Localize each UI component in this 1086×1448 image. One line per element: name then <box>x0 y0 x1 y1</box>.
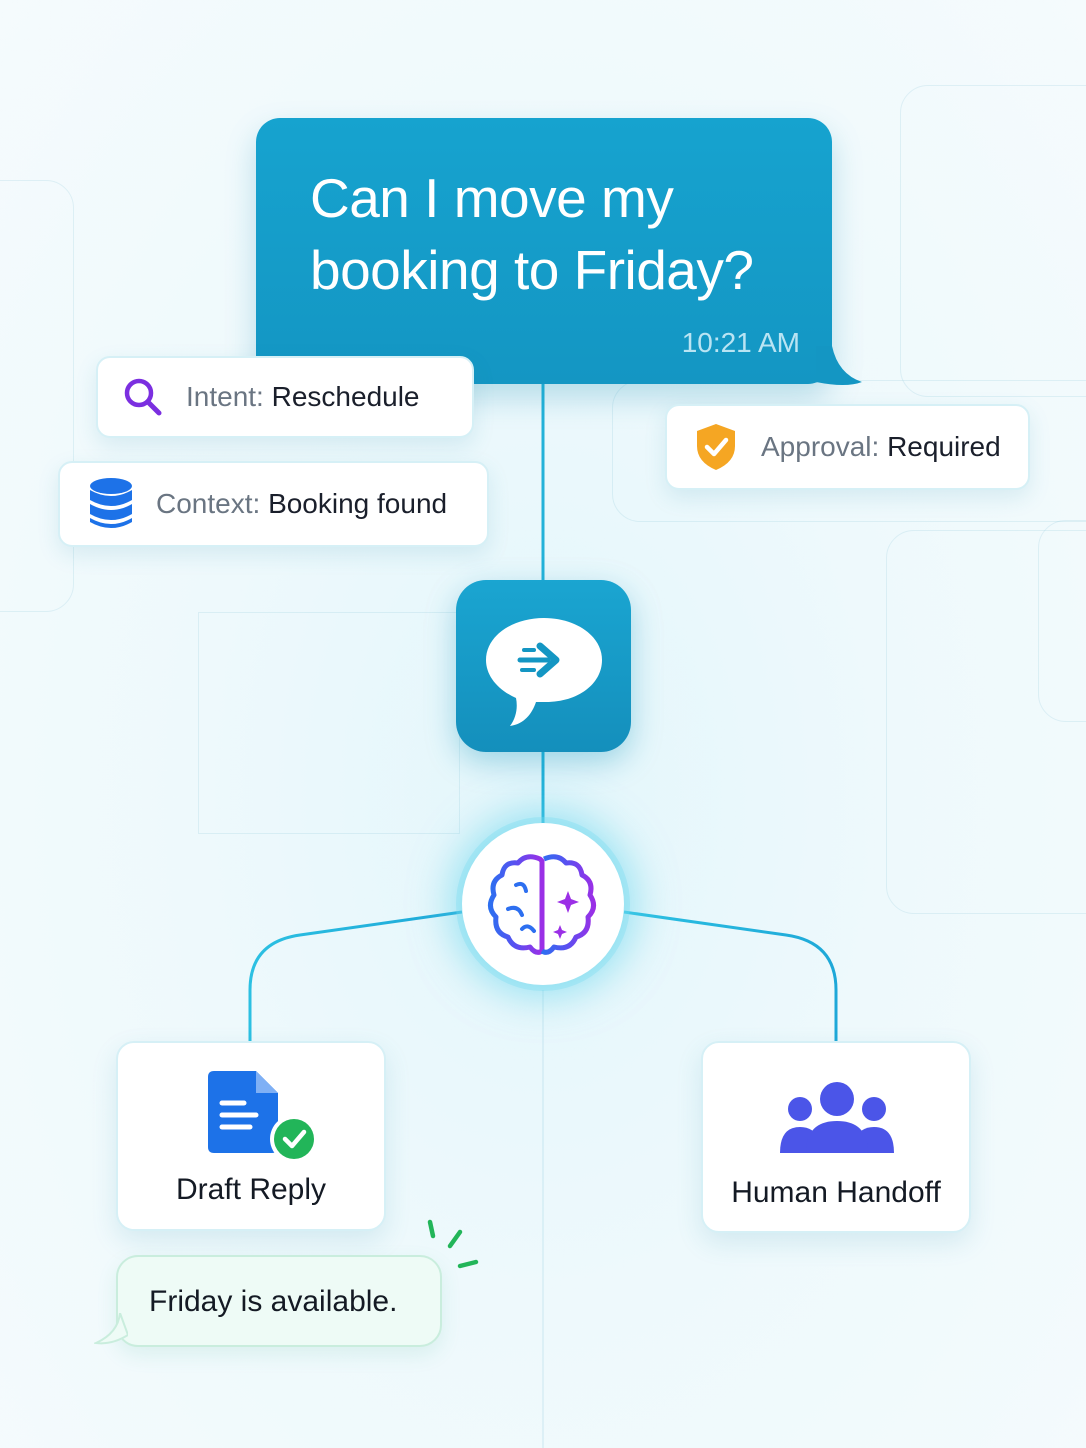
database-icon <box>88 477 134 531</box>
reply-bubble-tail <box>94 1313 128 1345</box>
background-panel <box>886 530 1086 914</box>
reply-bubble: Friday is available. <box>94 1255 442 1347</box>
intent-label: Intent: <box>186 381 264 412</box>
chat-arrow-icon <box>486 618 602 726</box>
brain-icon <box>488 854 596 955</box>
context-value: Booking found <box>268 488 448 519</box>
background-panel <box>0 180 74 612</box>
connector-brain-to-draft <box>248 910 463 1042</box>
ai-brain-node <box>462 823 624 985</box>
people-group-icon <box>780 1082 894 1153</box>
sparkle-accent-icon <box>427 1219 479 1269</box>
connector-brain-to-handoff <box>623 910 838 1042</box>
customer-message-bubble: Can I move my booking to Friday? 10:21 A… <box>256 118 862 385</box>
approval-label: Approval: <box>761 431 880 462</box>
context-label: Context: <box>156 488 261 519</box>
search-icon <box>122 376 164 418</box>
agent-node <box>456 580 631 752</box>
message-text: Can I move my booking to Friday? <box>310 167 754 301</box>
intent-chip: Intent: Reschedule <box>96 356 474 438</box>
document-check-icon <box>208 1071 318 1163</box>
shield-check-icon <box>695 422 737 472</box>
intent-value: Reschedule <box>271 381 420 412</box>
reply-text: Friday is available. <box>149 1285 398 1318</box>
approval-chip: Approval: Required <box>665 404 1030 490</box>
bubble-tail <box>816 346 862 385</box>
message-timestamp: 10:21 AM <box>681 327 800 358</box>
human-handoff-card: Human Handoff <box>701 1041 971 1233</box>
draft-reply-card: Draft Reply <box>116 1041 386 1231</box>
approval-value: Required <box>887 431 1001 462</box>
background-panel <box>900 85 1086 397</box>
draft-reply-label: Draft Reply <box>175 1173 327 1206</box>
context-chip: Context: Booking found <box>58 461 489 547</box>
background-panel <box>1038 520 1086 722</box>
human-handoff-label: Human Handoff <box>731 1176 941 1209</box>
